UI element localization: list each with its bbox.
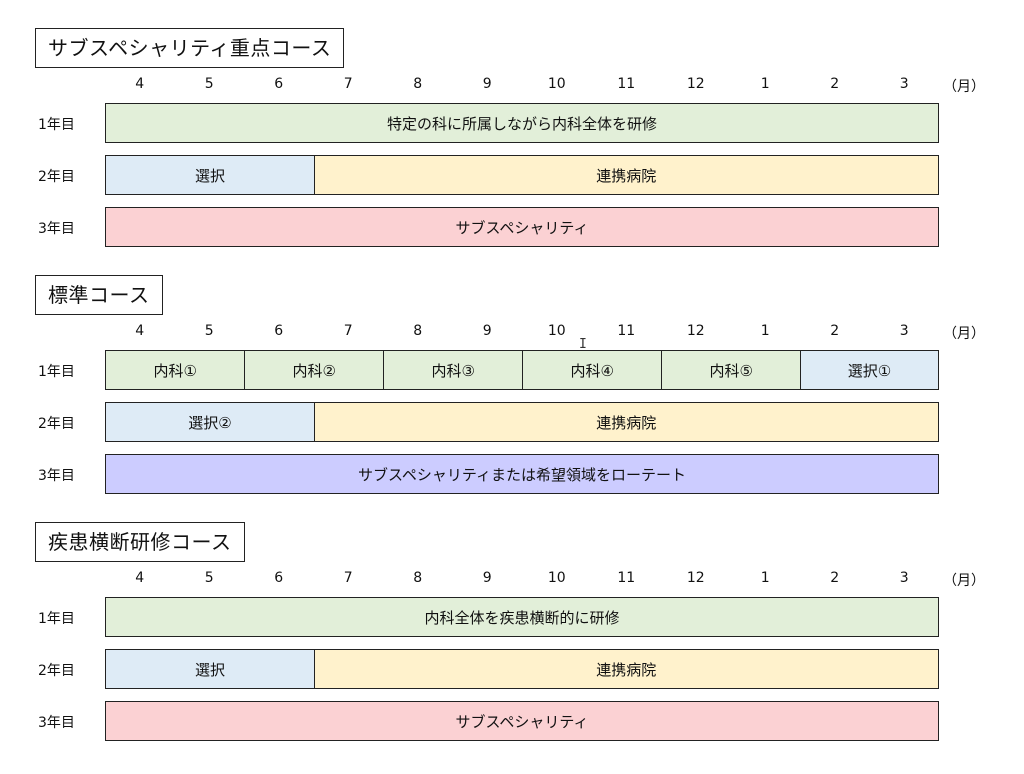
schedule-block: 連携病院 [313, 155, 939, 195]
schedule-block: 内科⑤ [661, 350, 802, 390]
month-label: 11 [617, 570, 636, 586]
month-label: 9 [482, 323, 492, 339]
month-label: 6 [274, 76, 284, 92]
year-label: 1年目 [38, 611, 75, 627]
month-label: 12 [686, 76, 705, 92]
year-label: 1年目 [38, 364, 75, 380]
month-label: 10 [547, 570, 566, 586]
month-label: 3 [899, 323, 909, 339]
schedule-block: 選択② [105, 402, 315, 442]
month-label: 5 [204, 323, 214, 339]
month-label: 4 [135, 323, 145, 339]
schedule-block: 内科③ [383, 350, 524, 390]
course-title: 標準コース [35, 275, 163, 315]
schedule-block: 内科① [105, 350, 246, 390]
month-label: 7 [343, 76, 353, 92]
year-label: 3年目 [38, 715, 75, 731]
schedule-block: 選択① [800, 350, 939, 390]
year-label: 3年目 [38, 468, 75, 484]
month-label: 4 [135, 76, 145, 92]
month-label: 1 [760, 323, 770, 339]
month-label: 5 [204, 570, 214, 586]
text-cursor-icon: I [579, 337, 587, 352]
month-label: 1 [760, 570, 770, 586]
schedule-block: サブスペシャリティまたは希望領域をローテート [105, 454, 939, 494]
month-label: 2 [830, 570, 840, 586]
course-title: サブスペシャリティ重点コース [35, 28, 345, 68]
month-label: 7 [343, 570, 353, 586]
schedule-block: 特定の科に所属しながら内科全体を研修 [105, 103, 939, 143]
month-label: 2 [830, 76, 840, 92]
month-label: 10 [547, 323, 566, 339]
schedule-block: 内科② [244, 350, 385, 390]
month-label: 11 [617, 76, 636, 92]
month-label: 9 [482, 570, 492, 586]
month-label: 12 [686, 323, 705, 339]
year-label: 2年目 [38, 663, 75, 679]
month-unit-label: （月） [943, 573, 985, 589]
schedule-block: 連携病院 [313, 649, 939, 689]
month-label: 3 [899, 570, 909, 586]
month-label: 8 [413, 76, 423, 92]
month-label: 1 [760, 76, 770, 92]
month-label: 11 [617, 323, 636, 339]
year-label: 2年目 [38, 169, 75, 185]
month-label: 8 [413, 323, 423, 339]
month-label: 8 [413, 570, 423, 586]
month-label: 4 [135, 570, 145, 586]
schedule-block: 内科④ [522, 350, 663, 390]
month-label: 12 [686, 570, 705, 586]
year-label: 2年目 [38, 416, 75, 432]
month-label: 6 [274, 570, 284, 586]
month-label: 7 [343, 323, 353, 339]
month-label: 9 [482, 76, 492, 92]
month-unit-label: （月） [943, 79, 985, 95]
schedule-block: サブスペシャリティ [105, 207, 939, 247]
schedule-block: サブスペシャリティ [105, 701, 939, 741]
schedule-block: 内科全体を疾患横断的に研修 [105, 597, 939, 637]
course-title: 疾患横断研修コース [35, 522, 245, 562]
month-label: 5 [204, 76, 214, 92]
month-unit-label: （月） [943, 326, 985, 342]
month-label: 3 [899, 76, 909, 92]
month-label: 2 [830, 323, 840, 339]
schedule-block: 選択 [105, 649, 315, 689]
year-label: 1年目 [38, 117, 75, 133]
month-label: 6 [274, 323, 284, 339]
schedule-block: 連携病院 [313, 402, 939, 442]
year-label: 3年目 [38, 221, 75, 237]
month-label: 10 [547, 76, 566, 92]
schedule-block: 選択 [105, 155, 315, 195]
